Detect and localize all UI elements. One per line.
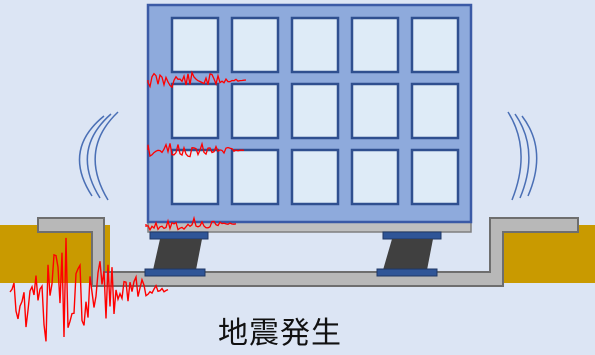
window [230, 148, 280, 206]
seismic-waves [9, 70, 247, 342]
isolator-top-plate [382, 231, 442, 240]
window [290, 148, 340, 206]
window [410, 148, 460, 206]
seismic-wave-floor-3 [147, 70, 247, 89]
caption-earthquake: 地震発生 [218, 316, 342, 351]
window [290, 82, 340, 140]
seismic-isolator-right [376, 231, 442, 277]
isolator-rubber [153, 239, 202, 270]
window-grid [170, 16, 460, 206]
window [410, 16, 460, 74]
isolator-bottom-plate [376, 268, 438, 277]
window [170, 82, 220, 140]
window [170, 148, 220, 206]
isolator-top-plate [149, 231, 209, 240]
window [350, 148, 400, 206]
window [410, 82, 460, 140]
seismic-isolator-left [144, 231, 209, 277]
window [230, 16, 280, 74]
window [350, 82, 400, 140]
seismic-wave-floor-2 [147, 141, 245, 158]
window [170, 16, 220, 74]
window [350, 16, 400, 74]
isolator-bottom-plate [144, 268, 206, 277]
ground-right [497, 225, 595, 283]
building [146, 3, 473, 233]
window [230, 82, 280, 140]
isolator-rubber [383, 239, 433, 270]
seismic-wave-base [145, 215, 237, 232]
sway-lines-left [78, 111, 119, 201]
window [290, 16, 340, 74]
sway-lines-right [507, 111, 538, 201]
seismic-wave-ground [9, 237, 169, 342]
